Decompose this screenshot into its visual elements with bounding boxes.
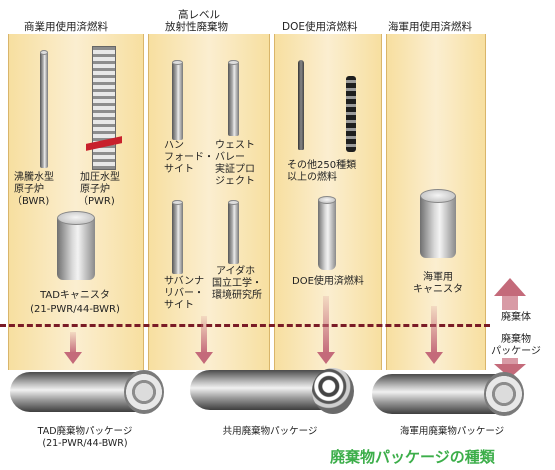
savannah-label-2: リバー・ — [164, 288, 204, 299]
column-commercial — [8, 34, 144, 370]
header-hlw-line2: 放射性廃棄物 — [165, 21, 228, 33]
idaho-label-2: 国立工学・ — [212, 278, 262, 289]
doe-label: DOE使用済燃料 — [292, 276, 364, 287]
doe-other-label-2: 以上の燃料 — [287, 172, 337, 183]
pwr-fuel-assembly — [92, 46, 116, 170]
arrow-shaft-commercial — [70, 332, 76, 354]
hanford-label-1: ハン — [164, 140, 184, 151]
down-arrow-shaft — [502, 358, 518, 366]
arrow-down-commercial — [64, 352, 82, 364]
navy-canister-label-1: 海軍用 — [423, 272, 453, 283]
tad-canister — [57, 211, 95, 280]
arrow-down-hlw — [195, 352, 213, 364]
idaho-label-3: 環境研究所 — [212, 290, 262, 301]
tad-package-label-1: TAD廃棄物パッケージ — [37, 426, 133, 437]
savannah-label-1: サバンナ — [164, 276, 205, 287]
waste-package-label-1: 廃棄物 — [501, 334, 531, 345]
tad-canister-label-1: TADキャニスタ — [40, 290, 110, 301]
bwr-label-3: （BWR) — [12, 196, 50, 207]
tad-canister-label-2: (21-PWR/44-BWR) — [30, 304, 120, 315]
common-waste-package-end — [312, 368, 354, 414]
waste-form-package-divider — [0, 324, 490, 327]
header-commercial: 商業用使用済燃料 — [24, 21, 108, 33]
idaho-label-1: アイダホ — [216, 266, 256, 277]
pwr-label-2: 原子炉 — [80, 184, 110, 195]
navy-package-label: 海軍用廃棄物パッケージ — [399, 426, 505, 437]
hanford-label-3: サイト — [164, 164, 194, 175]
pwr-label-3: （PWR) — [78, 196, 115, 207]
tad-waste-package-end — [124, 370, 164, 414]
column-hlw — [148, 34, 270, 370]
navy-canister-label-2: キャニスタ — [413, 284, 463, 295]
common-package-label: 共用廃棄物パッケージ — [222, 426, 318, 437]
doe-other-label-1: その他250種類 — [287, 160, 357, 171]
arrow-down-doe — [317, 352, 335, 364]
west-valley-label-1: ウェスト — [215, 140, 255, 151]
west-valley-rod — [228, 60, 239, 136]
arrow-down-navy — [425, 352, 443, 364]
bwr-fuel-rod — [40, 50, 48, 168]
header-navy: 海軍用使用済燃料 — [388, 21, 472, 33]
up-arrow-icon — [494, 278, 526, 296]
bwr-label-2: 原子炉 — [14, 184, 44, 195]
waste-package-label-2: パッケージ — [491, 346, 541, 357]
arrow-shaft-hlw — [201, 316, 207, 354]
doe-fuel-rod-segmented — [346, 76, 356, 152]
hanford-rod — [172, 60, 183, 140]
up-arrow-shaft — [502, 296, 518, 310]
navy-waste-package-end — [484, 372, 524, 416]
west-valley-label-3: 実証プロ — [215, 164, 255, 175]
doe-fuel-rod-thin — [298, 60, 304, 150]
waste-form-label: 廃棄体 — [501, 312, 531, 323]
bwr-label-1: 沸騰水型 — [14, 172, 54, 183]
pwr-label-1: 加圧水型 — [80, 172, 120, 183]
idaho-rod — [228, 200, 239, 264]
header-hlw-line1: 高レベル — [178, 9, 220, 21]
arrow-shaft-doe — [323, 296, 329, 354]
tad-package-label-2: (21-PWR/44-BWR) — [42, 438, 128, 449]
savannah-rod — [172, 200, 183, 274]
west-valley-label-4: ジェクト — [215, 176, 255, 187]
arrow-shaft-navy — [431, 306, 437, 354]
west-valley-label-2: バレー — [215, 152, 245, 163]
savannah-label-3: サイト — [164, 300, 194, 311]
header-doe: DOE使用済燃料 — [282, 21, 358, 33]
hanford-label-2: フォード・ — [164, 152, 214, 163]
diagram-title: 廃棄物パッケージの種類 — [330, 448, 495, 466]
navy-canister — [420, 189, 456, 258]
doe-canister — [318, 196, 336, 270]
